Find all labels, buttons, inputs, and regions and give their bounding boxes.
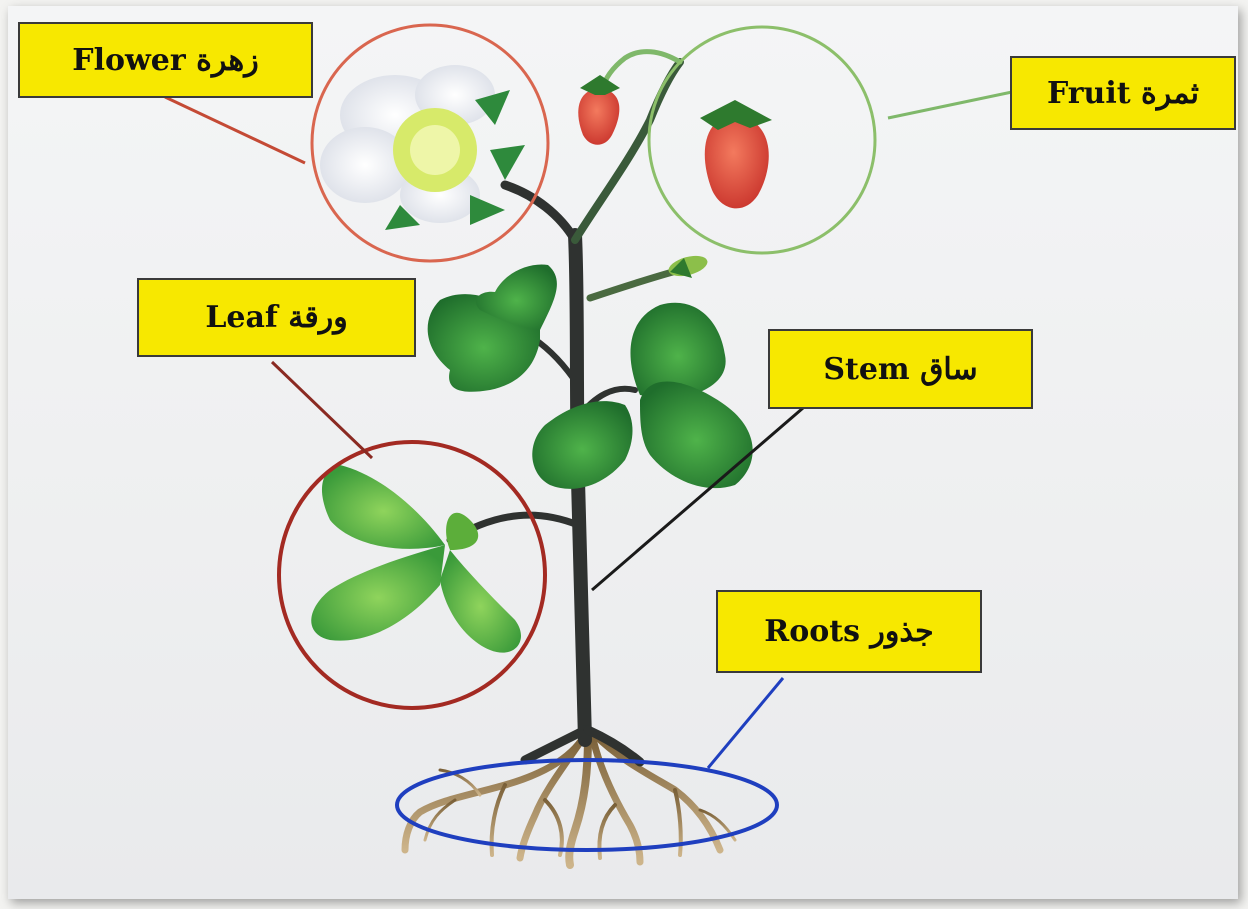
leaf-label: ورقة Leaf bbox=[137, 278, 416, 357]
leaf-example bbox=[311, 465, 521, 653]
stem-label-text: ساق Stem bbox=[823, 352, 977, 387]
stem-label: ساق Stem bbox=[768, 329, 1033, 409]
flower-label: Flower زهرة bbox=[18, 22, 313, 98]
roots-label: جذور Roots bbox=[716, 590, 982, 673]
small-strawberry bbox=[578, 75, 620, 145]
flower bbox=[320, 65, 525, 230]
middle-leaf bbox=[532, 303, 752, 489]
leaf-label-text: ورقة Leaf bbox=[205, 300, 347, 335]
fruit-connector bbox=[888, 92, 1012, 118]
upper-leaf bbox=[428, 264, 557, 391]
fruit-label: ثمرة Fruit bbox=[1010, 56, 1236, 130]
roots-connector bbox=[708, 678, 783, 768]
roots-label-text: جذور Roots bbox=[764, 614, 933, 649]
big-strawberry bbox=[700, 100, 772, 208]
flower-connector bbox=[165, 97, 305, 163]
leaf-connector bbox=[272, 362, 372, 458]
fruit-label-text: ثمرة Fruit bbox=[1047, 76, 1199, 111]
flower-bud bbox=[666, 252, 709, 280]
flower-label-text: Flower زهرة bbox=[72, 43, 258, 78]
